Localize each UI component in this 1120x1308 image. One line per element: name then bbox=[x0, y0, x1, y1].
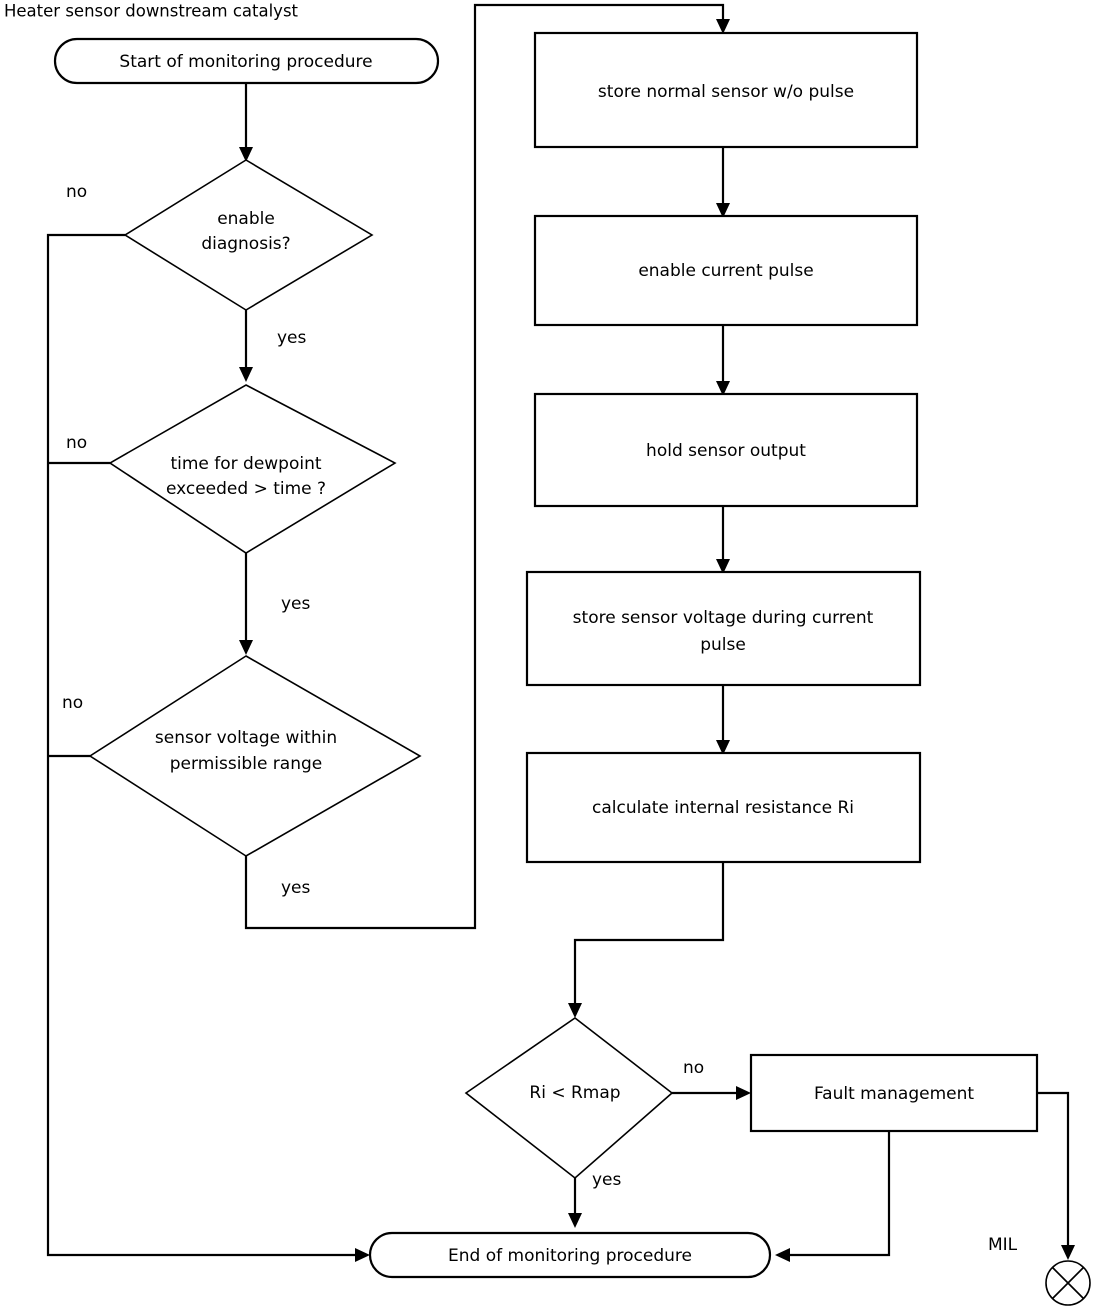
start-node-label: Start of monitoring procedure bbox=[119, 52, 372, 72]
connector-sensor-voltage-yes-to-store-normal bbox=[244, 3, 725, 930]
decision-dewpoint-time-shape bbox=[108, 384, 397, 554]
decision-sensor-voltage-range-yes-label: yes bbox=[281, 878, 311, 898]
decision-sensor-voltage-range-no-label: no bbox=[62, 693, 83, 713]
process-fault-management-label: Fault management bbox=[814, 1084, 974, 1104]
decision-dewpoint-time-line2: exceeded > time ? bbox=[166, 479, 326, 499]
process-calculate-ri-label: calculate internal resistance Ri bbox=[592, 798, 854, 818]
connector-fault-management-to-end bbox=[790, 1131, 891, 1257]
decision-enable-diagnosis-yes-label: yes bbox=[277, 328, 307, 348]
process-hold-sensor-output-label: hold sensor output bbox=[646, 441, 806, 461]
arrowhead-ri-rmap-yes bbox=[568, 1213, 582, 1228]
decision-enable-diagnosis[interactable]: enable diagnosis? no yes bbox=[66, 159, 374, 348]
decision-sensor-voltage-range[interactable]: sensor voltage within permissible range … bbox=[62, 655, 422, 898]
process-store-sensor-voltage-shape bbox=[525, 570, 922, 687]
process-store-normal-sensor-label: store normal sensor w/o pulse bbox=[598, 82, 854, 102]
decision-enable-diagnosis-shape bbox=[123, 159, 374, 311]
process-enable-current-pulse-label: enable current pulse bbox=[638, 261, 813, 281]
mil-lamp-cross-icon bbox=[1051, 1266, 1085, 1300]
start-node[interactable]: Start of monitoring procedure bbox=[53, 37, 440, 85]
decision-dewpoint-time[interactable]: time for dewpoint exceeded > time ? no y… bbox=[66, 384, 397, 614]
mil-label: MIL bbox=[988, 1235, 1018, 1255]
connector-layer bbox=[46, 3, 1075, 1262]
decision-dewpoint-time-line1: time for dewpoint bbox=[170, 454, 321, 474]
decision-ri-rmap[interactable]: Ri < Rmap no yes bbox=[464, 1017, 704, 1190]
arrowhead-store-normal-to-enable-pulse bbox=[716, 203, 730, 218]
decision-enable-diagnosis-line1: enable bbox=[217, 209, 275, 229]
decision-sensor-voltage-range-line1: sensor voltage within bbox=[155, 728, 337, 748]
connector-fault-management-to-mil bbox=[1037, 1091, 1070, 1250]
decision-dewpoint-time-no-label: no bbox=[66, 433, 87, 453]
process-store-normal-sensor-shape bbox=[533, 31, 919, 149]
end-node-shape bbox=[368, 1231, 772, 1279]
process-fault-management-shape bbox=[749, 1053, 1039, 1133]
arrowhead-store-voltage-to-calculate-ri bbox=[716, 740, 730, 755]
decision-ri-rmap-label: Ri < Rmap bbox=[529, 1083, 620, 1103]
process-store-sensor-voltage-line1: store sensor voltage during current bbox=[573, 608, 874, 628]
process-enable-current-pulse[interactable]: enable current pulse bbox=[533, 214, 919, 327]
decision-ri-rmap-yes-label: yes bbox=[592, 1170, 622, 1190]
page-title: Heater sensor downstream catalyst bbox=[4, 2, 299, 21]
connector-no-rail-to-end bbox=[46, 233, 355, 1257]
arrowhead-hold-output-to-store-voltage bbox=[716, 559, 730, 574]
arrowhead-ri-rmap-no bbox=[736, 1086, 751, 1100]
process-store-sensor-voltage-line2: pulse bbox=[700, 635, 746, 655]
decision-sensor-voltage-range-shape bbox=[88, 655, 422, 857]
arrowhead-enable-diagnosis-yes bbox=[239, 367, 253, 382]
process-calculate-ri[interactable]: calculate internal resistance Ri bbox=[525, 751, 922, 864]
arrowhead-fault-management-to-mil bbox=[1061, 1245, 1075, 1260]
arrowhead-into-store-normal-sensor bbox=[716, 19, 730, 34]
decision-dewpoint-time-yes-label: yes bbox=[281, 594, 311, 614]
process-enable-current-pulse-shape bbox=[533, 214, 919, 327]
process-hold-sensor-output-shape bbox=[533, 392, 919, 508]
connector-calculate-ri-to-ri-rmap bbox=[573, 862, 725, 1008]
decision-enable-diagnosis-no-label: no bbox=[66, 182, 87, 202]
arrowhead-enable-pulse-to-hold-output bbox=[716, 381, 730, 396]
end-node-label: End of monitoring procedure bbox=[448, 1246, 692, 1266]
arrowhead-fault-management-to-end bbox=[775, 1248, 790, 1262]
decision-sensor-voltage-range-line2: permissible range bbox=[170, 754, 322, 774]
process-store-sensor-voltage[interactable]: store sensor voltage during current puls… bbox=[525, 570, 922, 687]
arrowhead-dewpoint-yes bbox=[239, 640, 253, 655]
process-calculate-ri-shape bbox=[525, 751, 922, 864]
process-store-normal-sensor[interactable]: store normal sensor w/o pulse bbox=[533, 31, 919, 149]
end-node[interactable]: End of monitoring procedure bbox=[368, 1231, 772, 1279]
process-fault-management[interactable]: Fault management bbox=[749, 1053, 1039, 1133]
decision-ri-rmap-shape bbox=[464, 1017, 674, 1180]
arrowhead-no-rail-into-end bbox=[355, 1248, 370, 1262]
arrowhead-start-to-enable-diagnosis bbox=[239, 147, 253, 162]
process-hold-sensor-output[interactable]: hold sensor output bbox=[533, 392, 919, 508]
arrowhead-calculate-ri-to-ri-rmap bbox=[568, 1003, 582, 1018]
decision-ri-rmap-no-label: no bbox=[683, 1058, 704, 1078]
decision-enable-diagnosis-line2: diagnosis? bbox=[201, 234, 290, 254]
start-node-shape bbox=[53, 37, 440, 85]
mil-indicator[interactable]: MIL bbox=[988, 1235, 1091, 1306]
